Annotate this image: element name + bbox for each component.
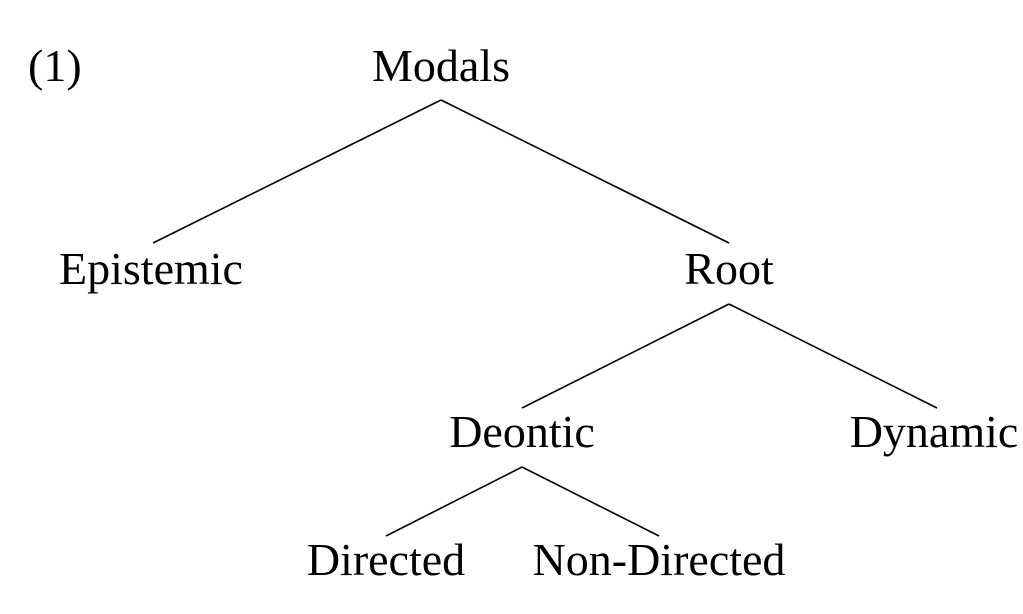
edge-modals-epistemic xyxy=(152,99,442,244)
edge-deontic-non-directed xyxy=(521,466,660,537)
node-non-directed: Non-Directed xyxy=(533,534,786,585)
edge-root-dynamic xyxy=(728,303,938,409)
node-deontic: Deontic xyxy=(449,406,595,457)
node-epistemic: Epistemic xyxy=(59,243,243,294)
edge-deontic-directed xyxy=(385,466,523,537)
edge-root-deontic xyxy=(521,303,730,409)
node-modals: Modals xyxy=(372,40,510,91)
edge-modals-root xyxy=(440,99,730,244)
node-directed: Directed xyxy=(307,534,465,585)
node-root: Root xyxy=(684,243,774,294)
example-number: (1) xyxy=(28,40,82,91)
node-dynamic: Dynamic xyxy=(850,406,1019,457)
